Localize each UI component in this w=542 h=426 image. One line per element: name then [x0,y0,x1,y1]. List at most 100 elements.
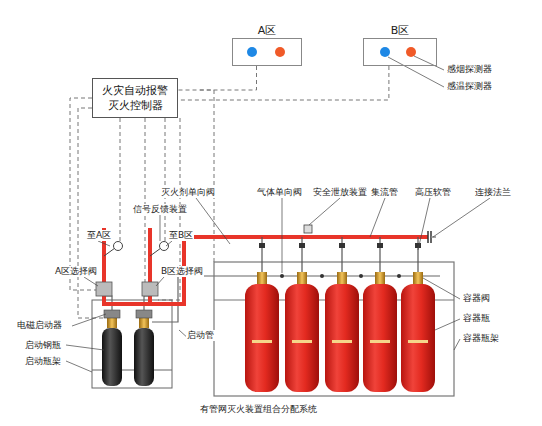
feedback-device [114,242,123,251]
leader-line [72,314,106,326]
part-label: 气体单向阀 [256,187,303,198]
leader-line [66,361,92,372]
check-valve [359,274,363,278]
part-label: 连接法兰 [474,187,512,198]
part-label: 容器阀 [462,293,491,304]
container-bottle [325,284,359,392]
part-label: 至A区 [86,230,112,241]
high-pressure-hose [262,237,418,272]
check-valve [415,243,421,248]
bottle-marking [292,340,312,343]
zone-box [363,38,437,66]
bottle-marking [408,340,428,343]
check-valve [259,243,265,248]
start-bottle [136,310,152,318]
part-label: 信号反馈装置 [132,204,188,215]
safety-relief [304,225,312,233]
container-bottle [363,284,397,392]
leader-line [84,277,98,286]
signal-wire [70,90,214,318]
check-valve [280,274,284,278]
start-bottle [104,310,120,318]
bottle-marking [252,340,272,343]
leader-line [370,198,385,237]
check-valve [320,274,324,278]
start-bottle [102,328,122,386]
leader-line [166,241,172,246]
leader-line [66,345,104,350]
container-valve [375,272,385,284]
signal-wire [70,98,96,290]
leader-line [388,57,444,87]
detector-circle [380,47,390,57]
signal-wire [120,118,121,250]
signal-line [178,66,257,90]
detector-circle [247,47,257,57]
feedback-device [104,242,169,257]
high-pressure-hose [379,237,380,272]
start-bottle [102,310,154,386]
part-label: 高压软管 [414,187,452,198]
controller-title: 火灾自动报警 灭火控制器 [93,79,177,117]
leader-line [418,198,430,250]
container-valve [297,272,307,284]
bottle-marking [332,340,352,343]
part-label: 容器瓶 [462,313,491,324]
connection-flange [428,231,436,243]
part-label: 容器瓶架 [462,333,500,344]
leader-line [160,215,161,241]
part-label: 启动管 [186,330,215,341]
check-valve [397,274,401,278]
part-label: 电磁启动器 [16,320,63,331]
bottle-marking [370,340,390,343]
leader-line [309,198,340,225]
signal-wire [165,118,166,250]
zone-panel: B区 [363,24,437,66]
bottle-rack [214,262,454,396]
connection-flange [427,231,429,243]
controller-box: 火灾自动报警 灭火控制器 [92,78,178,118]
container-bottle [285,284,319,392]
caption: 有管网灭火装置组合分配系统 [200,404,317,415]
leader-line [414,56,444,70]
part-label: 感烟探测器 [446,64,493,75]
leader-line [282,198,283,273]
high-pressure-hose [341,237,342,272]
container-valve [257,272,267,284]
leader-line [435,319,460,330]
check-valve [299,243,305,248]
part-label: 启动瓶架 [24,356,62,367]
signal-line [178,66,389,100]
selector-valve [96,282,112,296]
leader-line [423,278,460,299]
check-valve [377,243,383,248]
part-label: 集流管 [370,187,399,198]
feedback-device [104,248,115,256]
high-pressure-hose [261,237,262,272]
container-bottle [401,284,435,392]
selector-valve [142,282,158,296]
start-bottle [139,318,149,328]
part-label: 启动钢瓶 [24,340,62,351]
leader-line [156,277,164,286]
safety-relief [304,225,312,233]
zone-panel: A区 [232,24,302,66]
leader-line [433,198,490,237]
feedback-device [160,242,169,251]
zone-title: A区 [232,24,302,38]
part-label: 安全泄放装置 [312,187,368,198]
high-pressure-hose [417,237,418,272]
selector-valve [96,282,158,296]
detector-circle [247,47,416,57]
leader-line [454,339,460,350]
agent-pipe [148,228,152,284]
leader-line [196,198,230,244]
part-label: 至B区 [168,230,194,241]
part-label: B区选择阀 [160,266,204,277]
part-label: 感温探测器 [446,81,493,92]
leader-line [388,56,444,87]
part-label: A区选择阀 [54,266,98,277]
bottle-rack [214,262,454,396]
container-valve [413,272,423,284]
zone-box [232,38,302,66]
